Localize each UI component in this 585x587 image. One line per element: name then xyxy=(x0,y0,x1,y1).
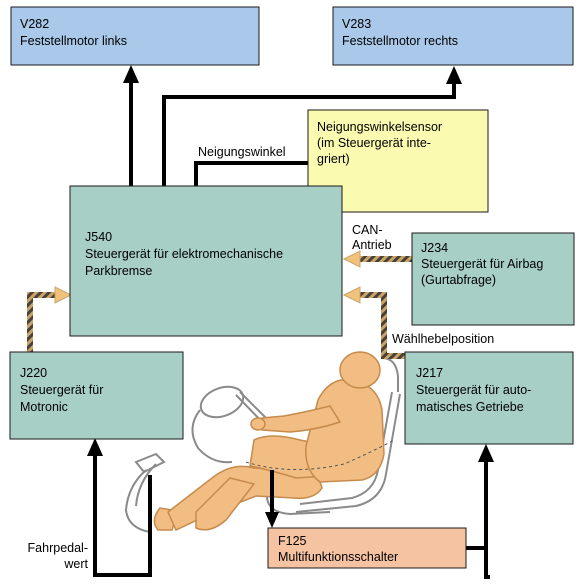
sensor-line1: Neigungswinkelsensor xyxy=(317,120,442,134)
box-j540: J540 Steuergerät für elektromechanische … xyxy=(69,185,343,337)
box-j220: J220 Steuergerät für Motronic xyxy=(9,351,184,440)
label-fahrpedal-2: wert xyxy=(63,557,88,571)
box-j217: J217 Steuergerät für auto- matisches Get… xyxy=(404,351,574,445)
line-j540-v283 xyxy=(162,84,456,186)
v283-name: Feststellmotor rechts xyxy=(342,34,458,48)
j540-line2: Parkbremse xyxy=(85,264,152,278)
can-j220-vert xyxy=(27,295,33,353)
can-j217-stub xyxy=(381,353,405,359)
label-waehlhebel: Wählhebelposition xyxy=(392,332,494,346)
v283-code: V283 xyxy=(342,17,371,31)
j234-line1: Steuergerät für Airbag xyxy=(421,257,543,271)
j217-code: J217 xyxy=(416,366,443,380)
v282-name: Feststellmotor links xyxy=(20,34,127,48)
driver-illustration xyxy=(124,351,401,533)
can-head-j220 xyxy=(54,286,73,304)
j540-line1: Steuergerät für elektromechanische xyxy=(85,247,283,261)
can-j234-j540 xyxy=(358,256,412,262)
can-head-j217 xyxy=(342,286,361,304)
j220-line1: Steuergerät für xyxy=(20,383,103,397)
arrow-head-j217 xyxy=(478,444,494,462)
box-v283: V283 Feststellmotor rechts xyxy=(332,6,574,66)
j234-code: J234 xyxy=(421,241,448,255)
pedal-icon xyxy=(124,452,166,533)
sensor-line3: griert) xyxy=(317,152,350,166)
can-j217-horz xyxy=(358,292,387,298)
v282-code: V282 xyxy=(20,17,49,31)
box-f125: F125 Multifunktionsschalter xyxy=(267,527,467,569)
can-j220-horz xyxy=(27,292,57,298)
box-j234: J234 Steuergerät für Airbag (Gurtabfrage… xyxy=(411,232,575,326)
j217-line1: Steuergerät für auto- xyxy=(416,383,531,397)
j217-line2: matisches Getriebe xyxy=(416,400,524,414)
arrow-head-v283 xyxy=(446,66,462,84)
arrow-head-v282 xyxy=(123,65,139,83)
arrow-head-f125 xyxy=(265,512,279,528)
j220-line2: Motronic xyxy=(20,400,68,414)
box-v282: V282 Feststellmotor links xyxy=(10,6,260,66)
j220-code: J220 xyxy=(20,366,47,380)
label-fahrpedal-1: Fahrpedal- xyxy=(28,541,88,555)
label-neigungswinkel: Neigungswinkel xyxy=(198,145,286,159)
box-sensor: Neigungswinkelsensor (im Steuergerät int… xyxy=(307,109,489,213)
can-bus-lines xyxy=(27,250,412,359)
arrow-head-j220 xyxy=(87,438,103,456)
line-pedal-j220 xyxy=(93,455,152,577)
label-can-2: Antrieb xyxy=(352,238,392,252)
sensor-line2: (im Steuergerät inte- xyxy=(317,136,431,150)
j234-line2: (Gurtabfrage) xyxy=(421,273,496,287)
j540-code: J540 xyxy=(85,230,112,244)
can-head-j234 xyxy=(342,250,361,268)
can-j217-vert xyxy=(381,295,387,359)
label-can-1: CAN- xyxy=(352,223,383,237)
f125-code: F125 xyxy=(278,534,307,548)
f125-name: Multifunktionsschalter xyxy=(278,550,398,564)
